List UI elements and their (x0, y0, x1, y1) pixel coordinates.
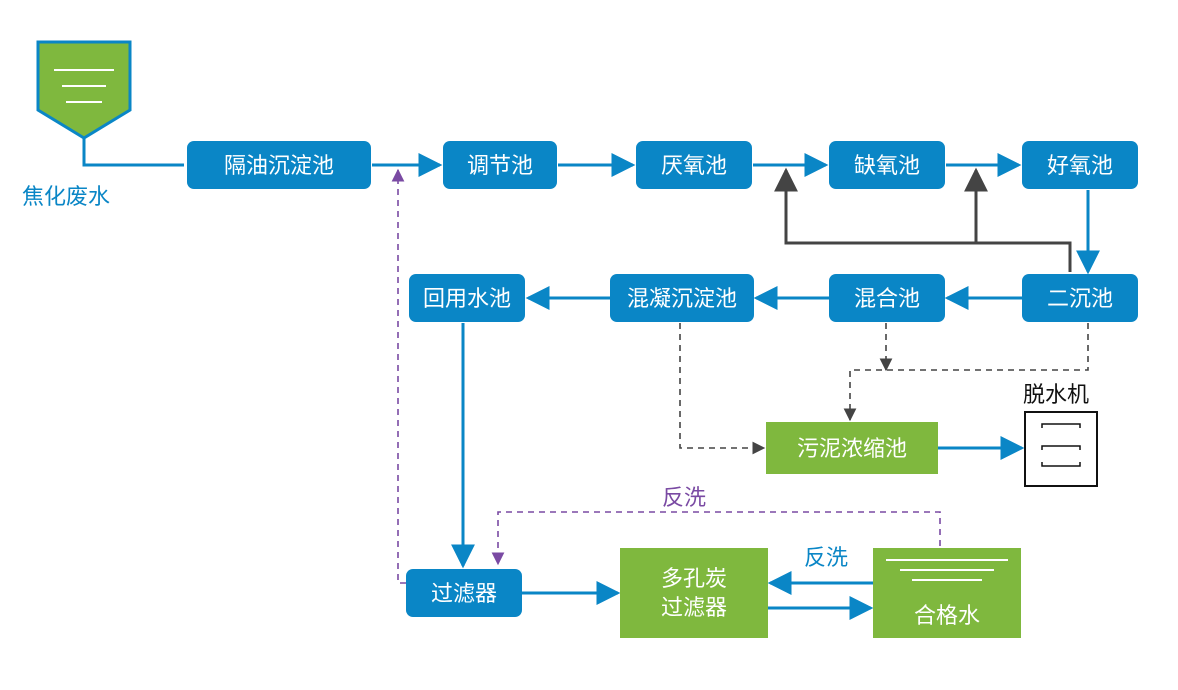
node-qualified-water: 合格水 (873, 548, 1021, 638)
sludge-dashed-lines (679, 323, 1089, 455)
node-aerobic-label: 好氧池 (1047, 154, 1113, 179)
node-secondary-settling-label: 二沉池 (1047, 287, 1113, 312)
node-regulating-label: 调节池 (467, 154, 533, 179)
dewatering-machine-icon (1024, 411, 1098, 487)
node-filter: 过滤器 (406, 569, 522, 617)
source-label: 焦化废水 (22, 185, 110, 210)
node-oil-separation-label: 隔油沉淀池 (224, 154, 334, 179)
node-coagulation-settling: 混凝沉淀池 (610, 274, 754, 322)
node-anoxic-label: 缺氧池 (854, 154, 920, 179)
node-regulating: 调节池 (443, 141, 557, 189)
node-coagulation-settling-label: 混凝沉淀池 (627, 287, 737, 312)
node-mixing-label: 混合池 (854, 287, 920, 312)
node-porous-carbon-filter-line2: 过滤器 (661, 596, 727, 621)
node-anaerobic: 厌氧池 (636, 141, 752, 189)
node-qualified-water-label: 合格水 (914, 604, 980, 629)
backwash-dashed-lines (391, 168, 941, 584)
node-anoxic: 缺氧池 (829, 141, 945, 189)
node-mixing: 混合池 (829, 274, 945, 322)
main-flow-lines (82, 138, 1100, 620)
node-porous-carbon-filter-line1: 多孔炭 (661, 567, 727, 592)
backwash-label-blue: 反洗 (804, 546, 848, 571)
tank-icon (36, 40, 132, 140)
dewatering-machine-label: 脱水机 (1023, 383, 1089, 408)
node-aerobic: 好氧池 (1022, 141, 1138, 189)
node-reuse-pool-label: 回用水池 (423, 287, 511, 312)
node-anaerobic-label: 厌氧池 (661, 154, 727, 179)
node-sludge-thickener-label: 污泥浓缩池 (797, 437, 907, 462)
node-secondary-settling: 二沉池 (1022, 274, 1138, 322)
node-filter-label: 过滤器 (431, 582, 497, 607)
node-sludge-thickener: 污泥浓缩池 (766, 422, 938, 474)
node-oil-separation: 隔油沉淀池 (187, 141, 371, 189)
node-porous-carbon-filter: 多孔炭 过滤器 (620, 548, 768, 638)
backwash-label-purple: 反洗 (662, 486, 706, 511)
node-reuse-pool: 回用水池 (409, 274, 525, 322)
return-sludge-lines (774, 167, 1072, 272)
